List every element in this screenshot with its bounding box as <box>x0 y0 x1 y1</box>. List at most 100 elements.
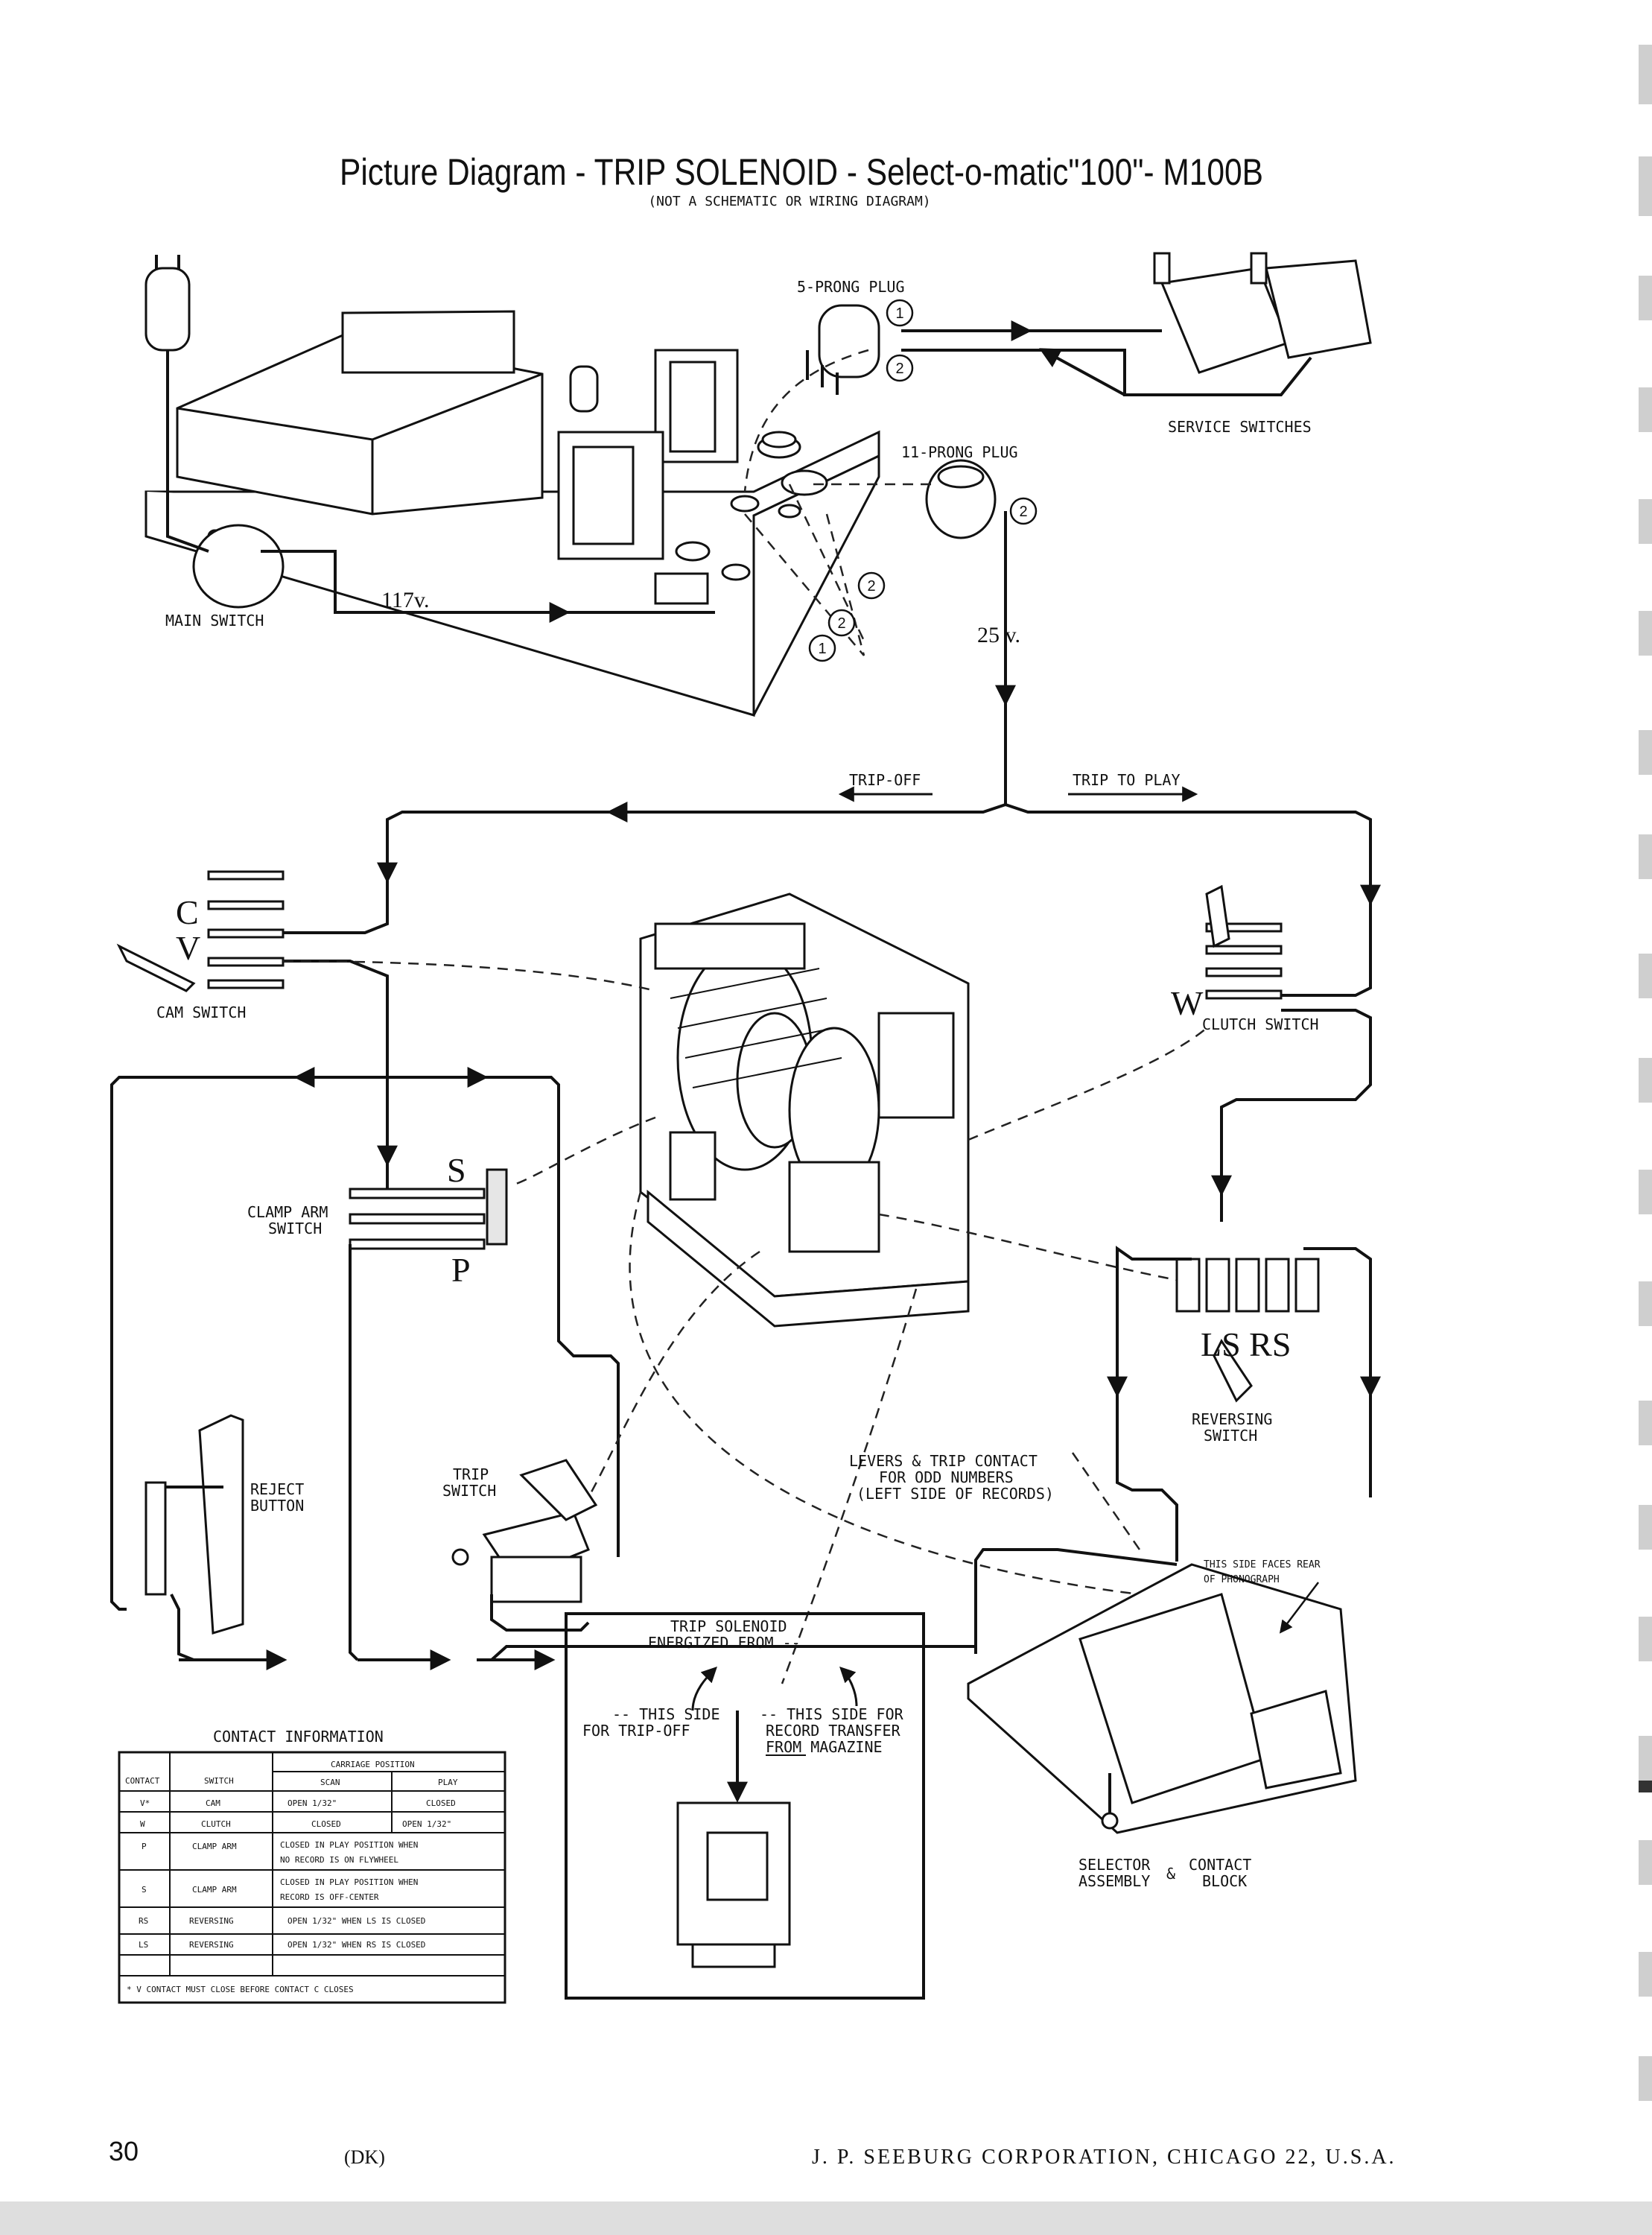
row-p-span2: NO RECORD IS ON FLYWHEEL <box>280 1855 398 1865</box>
label-trip-off: TRIP-OFF <box>849 771 921 789</box>
label-11-prong-plug: 11-PRONG PLUG <box>901 443 1018 461</box>
row-v-scan: OPEN 1/32" <box>287 1798 337 1808</box>
label-reject-1: REJECT <box>250 1480 304 1498</box>
trip-solenoid-icon <box>676 1801 791 1968</box>
label-transfer-side-1: -- THIS SIDE FOR <box>760 1705 904 1723</box>
label-trip-solenoid-2: ENERGIZED FROM -- <box>648 1634 801 1652</box>
reject-button-icon[interactable] <box>144 1414 244 1635</box>
label-selector-1: SELECTOR <box>1078 1856 1151 1874</box>
trip-solenoid-box <box>565 1612 925 2000</box>
five-prong-plug-icon <box>806 304 880 395</box>
row-ls-switch: REVERSING <box>189 1940 234 1950</box>
row-s-contact: S <box>142 1885 147 1895</box>
col-contact: CONTACT <box>125 1776 160 1786</box>
svg-text:1: 1 <box>818 641 826 657</box>
label-selector-2: ASSEMBLY <box>1078 1872 1150 1890</box>
label-reversing-2: SWITCH <box>1204 1427 1257 1445</box>
wire-trip-to-play <box>1005 803 1372 901</box>
row-s-span1: CLOSED IN PLAY POSITION WHEN <box>280 1877 418 1887</box>
wire-plug-to-main-switch <box>166 387 209 553</box>
label-trip-switch-1: TRIP <box>453 1465 489 1483</box>
mechanism-illustration <box>639 893 970 1328</box>
clutch-switch-icon <box>1205 884 1283 1000</box>
col-scan: SCAN <box>320 1778 340 1787</box>
label-v: V <box>176 929 200 967</box>
amplifier-chassis <box>144 255 880 717</box>
row-rs-span1: OPEN 1/32" WHEN LS IS CLOSED <box>287 1916 425 1926</box>
label-this-side-faces-1: THIS SIDE FACES REAR <box>1204 1559 1321 1570</box>
col-play: PLAY <box>438 1778 458 1787</box>
row-w-contact: W <box>140 1819 145 1829</box>
label-trip-off-side-2: FOR TRIP-OFF <box>582 1722 690 1740</box>
label-trip-switch-2: SWITCH <box>442 1482 496 1500</box>
row-v-switch: CAM <box>206 1798 220 1808</box>
label-trip-off-side-1: -- THIS SIDE <box>612 1705 720 1723</box>
table-footnote: * V CONTACT MUST CLOSE BEFORE CONTACT C … <box>127 1985 354 1994</box>
contact-information-table: CONTACT INFORMATION CONTACT SWITCH CARRI… <box>118 1728 506 2004</box>
label-transfer-side-3: FROM MAGAZINE <box>766 1738 883 1756</box>
label-trip-solenoid-1: TRIP SOLENOID <box>670 1617 787 1635</box>
label-levers-2: FOR ODD NUMBERS <box>879 1468 1014 1486</box>
service-switches-icon <box>1153 252 1372 374</box>
wire-trip-off <box>386 803 1006 894</box>
row-rs-switch: REVERSING <box>189 1916 234 1926</box>
label-c: C <box>176 893 199 931</box>
footer-code: (DK) <box>344 2146 385 2168</box>
label-clamp-arm-2: SWITCH <box>268 1220 322 1237</box>
row-p-contact: P <box>142 1842 147 1851</box>
label-25v: 25 v. <box>977 623 1020 647</box>
label-levers-3: (LEFT SIDE OF RECORDS) <box>857 1485 1054 1503</box>
label-cam-switch: CAM SWITCH <box>156 1004 246 1021</box>
row-w-scan: CLOSED <box>311 1819 341 1829</box>
label-5-prong-plug: 5-PRONG PLUG <box>797 278 905 296</box>
row-p-span1: CLOSED IN PLAY POSITION WHEN <box>280 1840 418 1850</box>
eleven-prong-plug-icon <box>925 459 997 539</box>
col-carriage: CARRIAGE POSITION <box>331 1760 415 1769</box>
label-main-switch: MAIN SWITCH <box>165 612 264 630</box>
col-switch: SWITCH <box>204 1776 234 1786</box>
footer-company: J. P. SEEBURG CORPORATION, CHICAGO 22, U… <box>812 2146 1397 2169</box>
row-ls-span1: OPEN 1/32" WHEN RS IS CLOSED <box>287 1940 425 1950</box>
label-clutch-switch: CLUTCH SWITCH <box>1202 1015 1319 1033</box>
label-ls-rs: LS RS <box>1201 1325 1291 1363</box>
row-v-contact: V* <box>140 1798 150 1808</box>
row-ls-contact: LS <box>139 1940 148 1950</box>
clamp-arm-switch-icon <box>349 1168 508 1250</box>
trip-switch-icon <box>451 1459 598 1603</box>
label-117v: 117v. <box>381 588 429 612</box>
label-contact-block-1: CONTACT <box>1189 1856 1251 1874</box>
row-s-switch: CLAMP ARM <box>192 1885 237 1895</box>
svg-text:2: 2 <box>895 361 903 377</box>
svg-text:2: 2 <box>1019 504 1027 520</box>
row-v-play: CLOSED <box>426 1798 456 1808</box>
row-s-span2: RECORD IS OFF-CENTER <box>280 1892 379 1902</box>
label-reversing-1: REVERSING <box>1192 1410 1272 1428</box>
row-w-switch: CLUTCH <box>201 1819 231 1829</box>
label-levers-1: LEVERS & TRIP CONTACT <box>849 1452 1038 1470</box>
reversing-switch-icon <box>1175 1258 1320 1403</box>
label-service-switches: SERVICE SWITCHES <box>1168 418 1312 436</box>
page-number: 30 <box>109 2136 139 2166</box>
label-reject-2: BUTTON <box>250 1497 304 1515</box>
row-w-play: OPEN 1/32" <box>402 1819 451 1829</box>
label-p: P <box>451 1251 471 1289</box>
label-this-side-faces-2: OF PHONOGRAPH <box>1204 1574 1280 1585</box>
wire-117v <box>261 550 571 623</box>
svg-text:2: 2 <box>867 578 875 595</box>
table-heading: CONTACT INFORMATION <box>213 1728 384 1746</box>
label-contact-block-2: BLOCK <box>1202 1872 1247 1890</box>
svg-text:2: 2 <box>837 615 845 632</box>
label-w: W <box>1171 984 1204 1022</box>
label-trip-to-play: TRIP TO PLAY <box>1073 771 1181 789</box>
power-plug-icon <box>144 255 191 387</box>
row-rs-contact: RS <box>139 1916 148 1926</box>
svg-text:1: 1 <box>895 305 903 322</box>
page-edge-bars <box>0 45 1652 2235</box>
diagram-subtitle: (NOT A SCHEMATIC OR WIRING DIAGRAM) <box>648 194 930 209</box>
diagram-title: Picture Diagram - TRIP SOLENOID - Select… <box>340 151 1263 193</box>
selector-contact-block-icon <box>967 1548 1357 1834</box>
row-p-switch: CLAMP ARM <box>192 1842 237 1851</box>
cam-switch-icon <box>116 870 285 992</box>
label-selector-amp: & <box>1166 1865 1175 1883</box>
